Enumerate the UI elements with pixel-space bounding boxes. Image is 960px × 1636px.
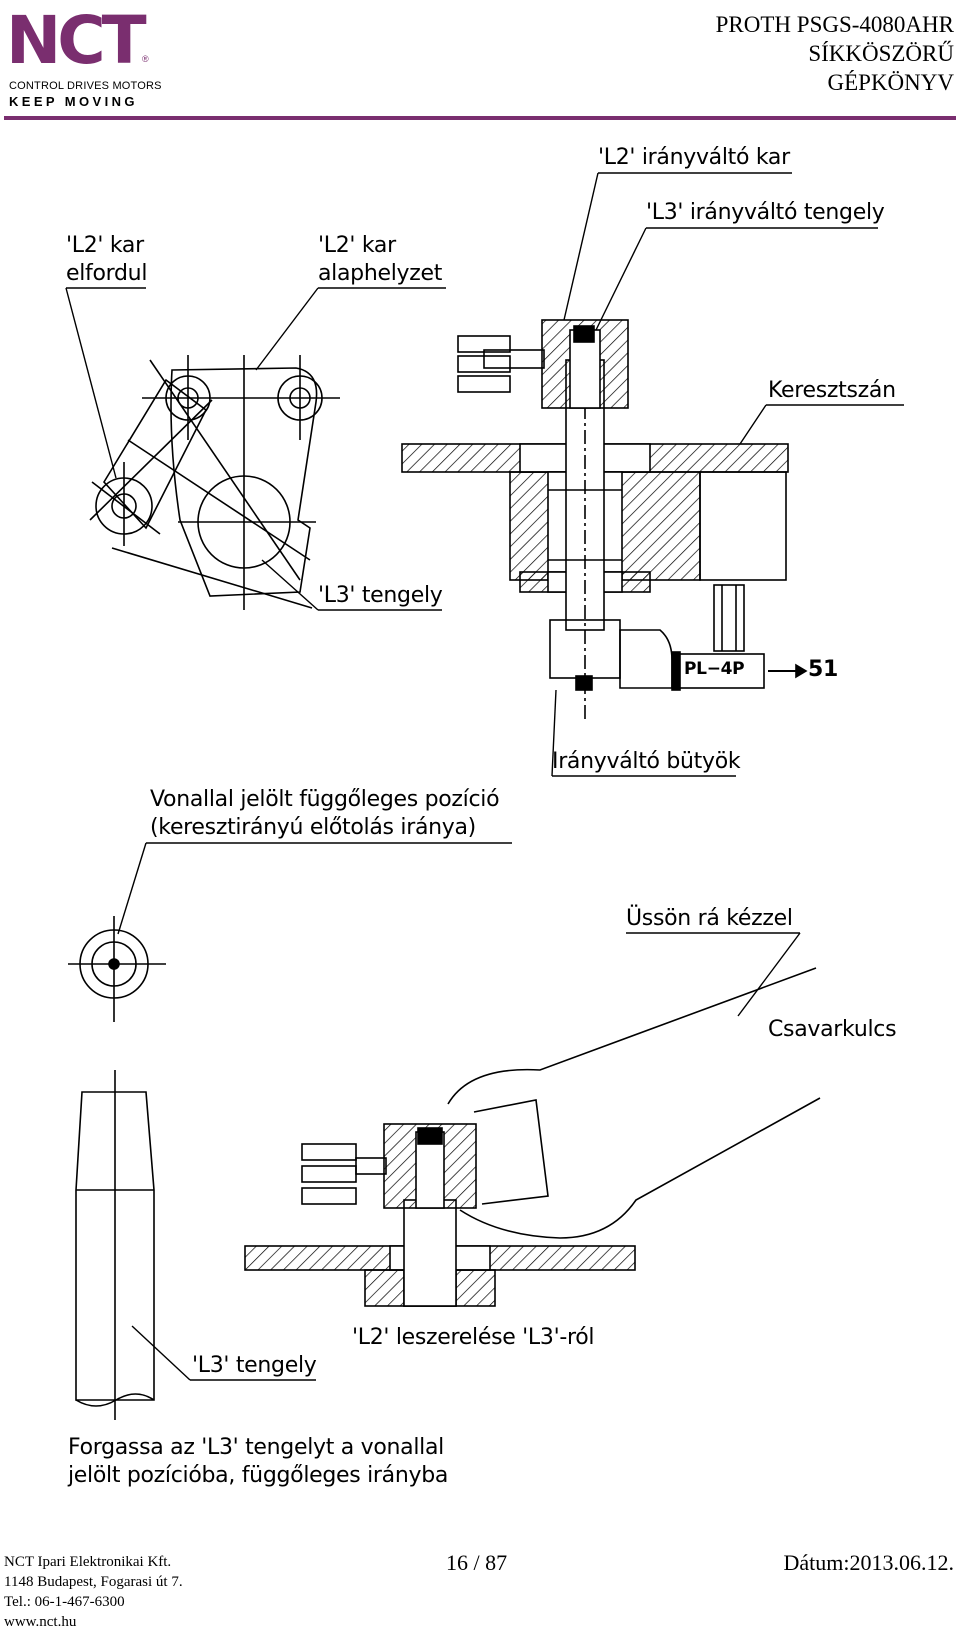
technical-diagram	[65, 172, 904, 1420]
leader-lines	[65, 172, 904, 1381]
footer-company: NCT Ipari Elektronikai Kft.	[4, 1554, 172, 1570]
position-circle-view	[68, 916, 166, 1022]
header-divider	[4, 116, 956, 120]
logo-registered: ®	[142, 54, 149, 64]
footer-web: www.nct.hu	[4, 1614, 77, 1630]
label-l2-kar-alaphelyzet-2: alaphelyzet	[318, 261, 443, 286]
label-51: 51	[808, 657, 839, 682]
company-logo: NCT ® CONTROL DRIVES MOTORS KEEP MOVING	[6, 2, 162, 110]
logo-mark: NCT	[6, 2, 147, 79]
label-l2-kar-elfordul-2: elfordul	[66, 261, 148, 286]
label-l2-kar-alaphelyzet-1: 'L2' kar	[318, 233, 396, 258]
footer-phone: Tel.: 06-1-467-6300	[4, 1594, 125, 1610]
label-csavarkulcs: Csavarkulcs	[768, 1017, 897, 1042]
page-number: 16 / 87	[446, 1550, 508, 1575]
l3-shaft-view	[75, 1070, 155, 1420]
label-iranyvalto-butyok: Irányváltó bütyök	[552, 749, 741, 774]
title-line-1: PROTH PSGS-4080AHR	[715, 12, 954, 37]
label-l3-tengely-bottom: 'L3' tengely	[192, 1353, 317, 1378]
label-l2-leszerelese: 'L2' leszerelése 'L3'-ról	[352, 1325, 595, 1350]
label-l2-kar-elfordul-1: 'L2' kar	[66, 233, 144, 258]
wrench-removal-view	[244, 967, 821, 1307]
label-keresztszan: Keresztszán	[768, 378, 896, 403]
label-l2-iranyvalto-kar: 'L2' irányváltó kar	[598, 145, 790, 170]
logo-tagline-2: KEEP MOVING	[9, 94, 138, 109]
logo-tagline-1: CONTROL DRIVES MOTORS	[9, 80, 162, 92]
footer-company-info: NCT Ipari Elektronikai Kft. 1148 Budapes…	[4, 1552, 183, 1632]
title-line-3: GÉPKÖNYV	[827, 70, 955, 95]
label-vonallal-1: Vonallal jelölt függőleges pozíció	[150, 787, 500, 812]
label-forgassa-1: Forgassa az 'L3' tengelyt a vonallal	[68, 1435, 444, 1460]
label-pl-4p: PL−4P	[684, 659, 745, 679]
title-line-2: SÍKKÖSZÖRŰ	[808, 41, 954, 66]
label-l3-tengely-top: 'L3' tengely	[318, 583, 443, 608]
document-date: Dátum:2013.06.12.	[783, 1550, 955, 1575]
label-l3-iranyvalto-tengely: 'L3' irányváltó tengely	[646, 200, 885, 225]
label-usson-ra-kezzel: Üssön rá kézzel	[626, 906, 793, 931]
footer-address: 1148 Budapest, Fogarasi út 7.	[4, 1574, 183, 1590]
label-vonallal-2: (keresztirányú előtolás iránya)	[150, 815, 476, 840]
lever-top-view	[89, 355, 340, 610]
document-title: PROTH PSGS-4080AHR SÍKKÖSZÖRŰ GÉPKÖNYV	[716, 10, 954, 97]
label-forgassa-2: jelölt pozícióba, függőleges irányba	[68, 1463, 449, 1488]
cross-section-view	[401, 319, 808, 720]
